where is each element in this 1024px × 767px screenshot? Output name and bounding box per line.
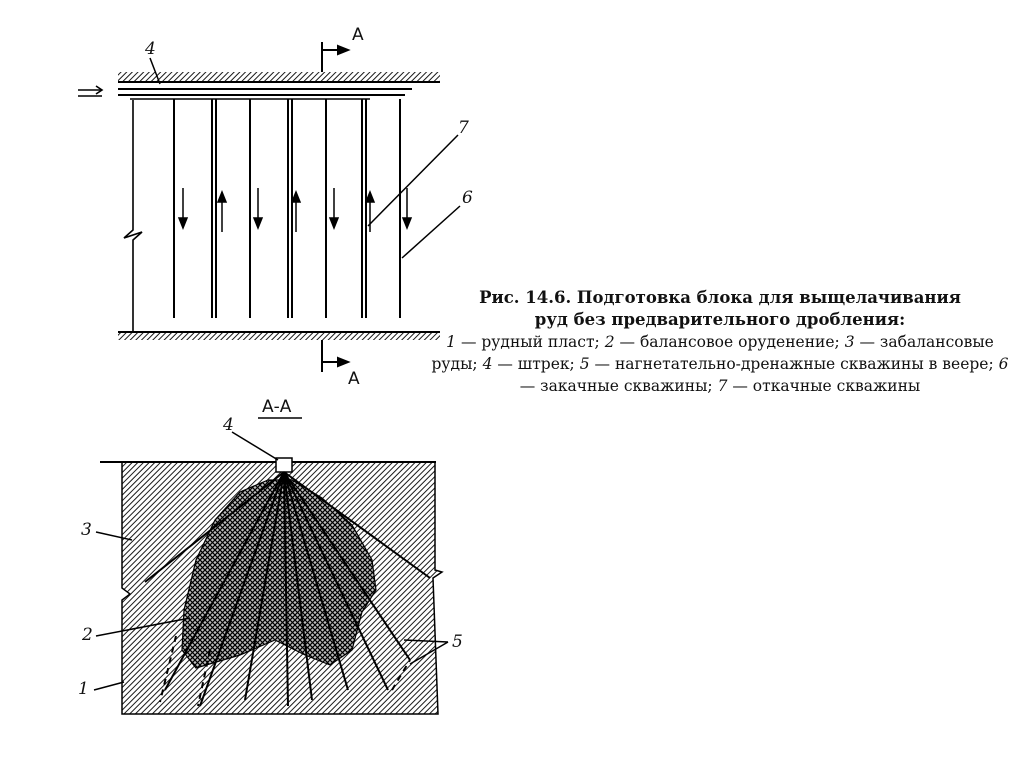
label-4-plan: 4 [144, 39, 156, 59]
drift-section [275, 457, 293, 473]
figure-caption: Рис. 14.6. Подготовка блока для выщелачи… [430, 287, 1010, 397]
section-view: А-А 4 3 [78, 397, 463, 715]
section-title: А-А [262, 397, 292, 417]
legend-text-2: — балансовое оруденение; [614, 333, 845, 351]
legend-num-2: 2 [604, 333, 615, 351]
leader-4-section [231, 431, 279, 461]
leader-4-plan [149, 57, 161, 85]
label-1: 1 [78, 679, 89, 699]
leader-1 [93, 681, 125, 691]
label-3: 3 [81, 520, 92, 540]
legend-text-5: — нагнетательно-дренажные скважины в вее… [589, 355, 999, 373]
legend-num-4: 4 [482, 355, 493, 373]
legend-num-3: 3 [844, 333, 855, 351]
label-6: 6 [462, 188, 473, 208]
section-label-bottom: A [348, 369, 360, 389]
legend-num-5: 5 [579, 355, 590, 373]
legend-num-6: 6 [998, 355, 1009, 373]
well-group [173, 99, 401, 318]
leader-7 [367, 134, 459, 227]
caption-title-line1: Рис. 14.6. Подготовка блока для выщелачи… [479, 288, 961, 307]
well-extensions [159, 635, 411, 707]
bottom-ground-hatch [118, 332, 440, 340]
legend-text-1: — рудный пласт; [456, 333, 605, 351]
legend-text-4: — штрек; [492, 355, 580, 373]
legend-text-7: — откачные скважины [727, 377, 921, 395]
fan-wells [144, 471, 431, 707]
section-label-top: A [352, 25, 364, 45]
leader-2 [95, 617, 191, 637]
label-5: 5 [452, 632, 463, 652]
legend-num-1: 1 [446, 333, 457, 351]
inlet-arrows [78, 85, 104, 97]
leader-5a [403, 639, 449, 643]
top-ground-hatch [118, 72, 440, 82]
legend-text-6: — закачные скважины; [519, 377, 718, 395]
leader-3 [95, 531, 133, 541]
left-boundary-break [123, 100, 143, 336]
caption-title-line2: руд без предварительного дробления: [534, 310, 906, 329]
legend-text-3: — забалансовые руды; [431, 333, 994, 373]
legend-num-7: 7 [717, 377, 728, 395]
section-mark-bottom [321, 340, 351, 372]
section-mark-top [321, 42, 351, 72]
leader-6 [401, 205, 461, 259]
leader-5b [409, 641, 449, 665]
flow-arrows [177, 188, 413, 232]
label-4-section: 4 [222, 415, 234, 435]
label-2: 2 [81, 625, 93, 645]
plan-view: A A 4 7 6 [78, 25, 473, 389]
caption-legend: 1 — рудный пласт; 2 — балансовое орудене… [430, 331, 1010, 397]
label-7: 7 [458, 118, 469, 138]
